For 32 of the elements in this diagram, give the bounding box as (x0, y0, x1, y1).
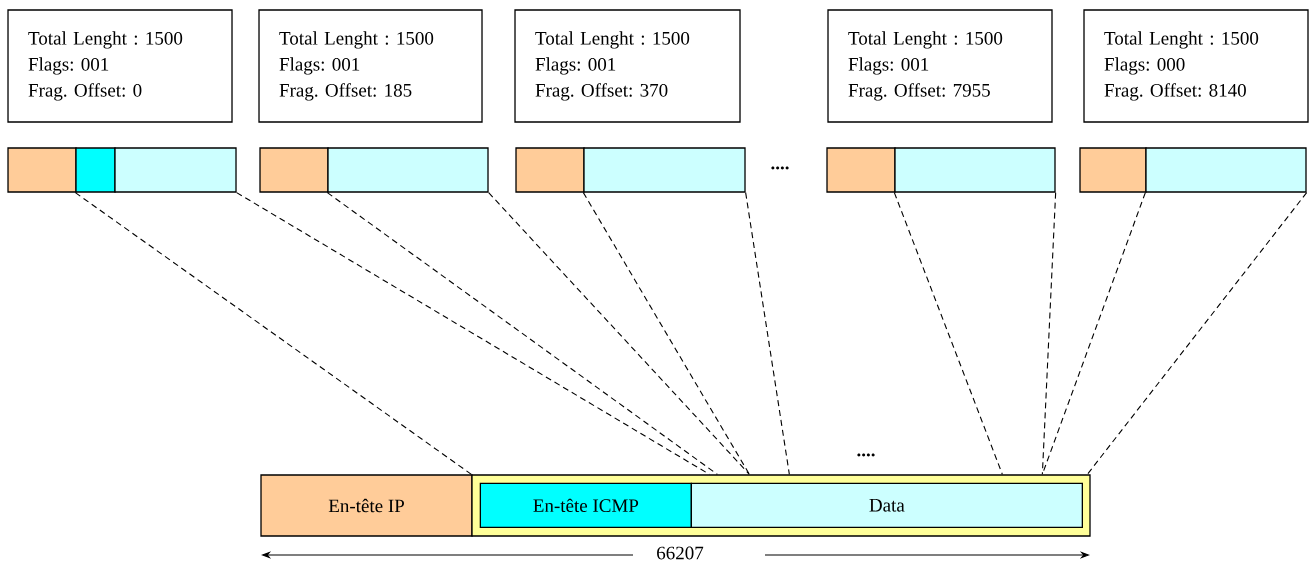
leader-line (582, 192, 750, 475)
header-box: En-tête IP (260, 474, 473, 537)
leader-line (1041, 192, 1057, 475)
icmp-segment (75, 147, 116, 193)
info-box: Total Lenght : 1500 Flags: 001 Frag. Offset: 0 (7, 9, 233, 123)
data-segment (583, 147, 746, 193)
leader-line (1041, 192, 1146, 475)
leader-line (745, 192, 790, 475)
info-box: Total Lenght : 1500 Flags: 001 Frag. Offset: 7955 (827, 9, 1053, 123)
data-segment (1145, 147, 1307, 193)
data-segment (327, 147, 489, 193)
data-segment (114, 147, 237, 193)
ellipsis-dots: .... (857, 453, 875, 457)
header-segment (1079, 147, 1147, 193)
leader-line (74, 192, 472, 475)
info-box: Total Lenght : 1500 Flags: 000 Frag. Offset: 8140 (1083, 9, 1309, 123)
icmp-header-box: En-tête ICMP (479, 482, 692, 528)
leader-line (893, 192, 1003, 475)
leader-line (1086, 192, 1308, 475)
header-segment (826, 147, 896, 193)
header-segment (7, 147, 77, 193)
info-box: Total Lenght : 1500 Flags: 001 Frag. Offset: 185 (258, 9, 483, 123)
data-box: Data (690, 482, 1083, 528)
info-box: Total Lenght : 1500 Flags: 001 Frag. Offset: 370 (514, 9, 741, 123)
leader-line (488, 192, 750, 475)
data-segment (894, 147, 1056, 193)
header-segment (515, 147, 585, 193)
leader-line (326, 192, 718, 475)
leader-line (236, 192, 710, 475)
ellipsis-dots: .... (771, 166, 789, 170)
header-segment (259, 147, 329, 193)
dimension-value: 66207 (657, 546, 704, 560)
